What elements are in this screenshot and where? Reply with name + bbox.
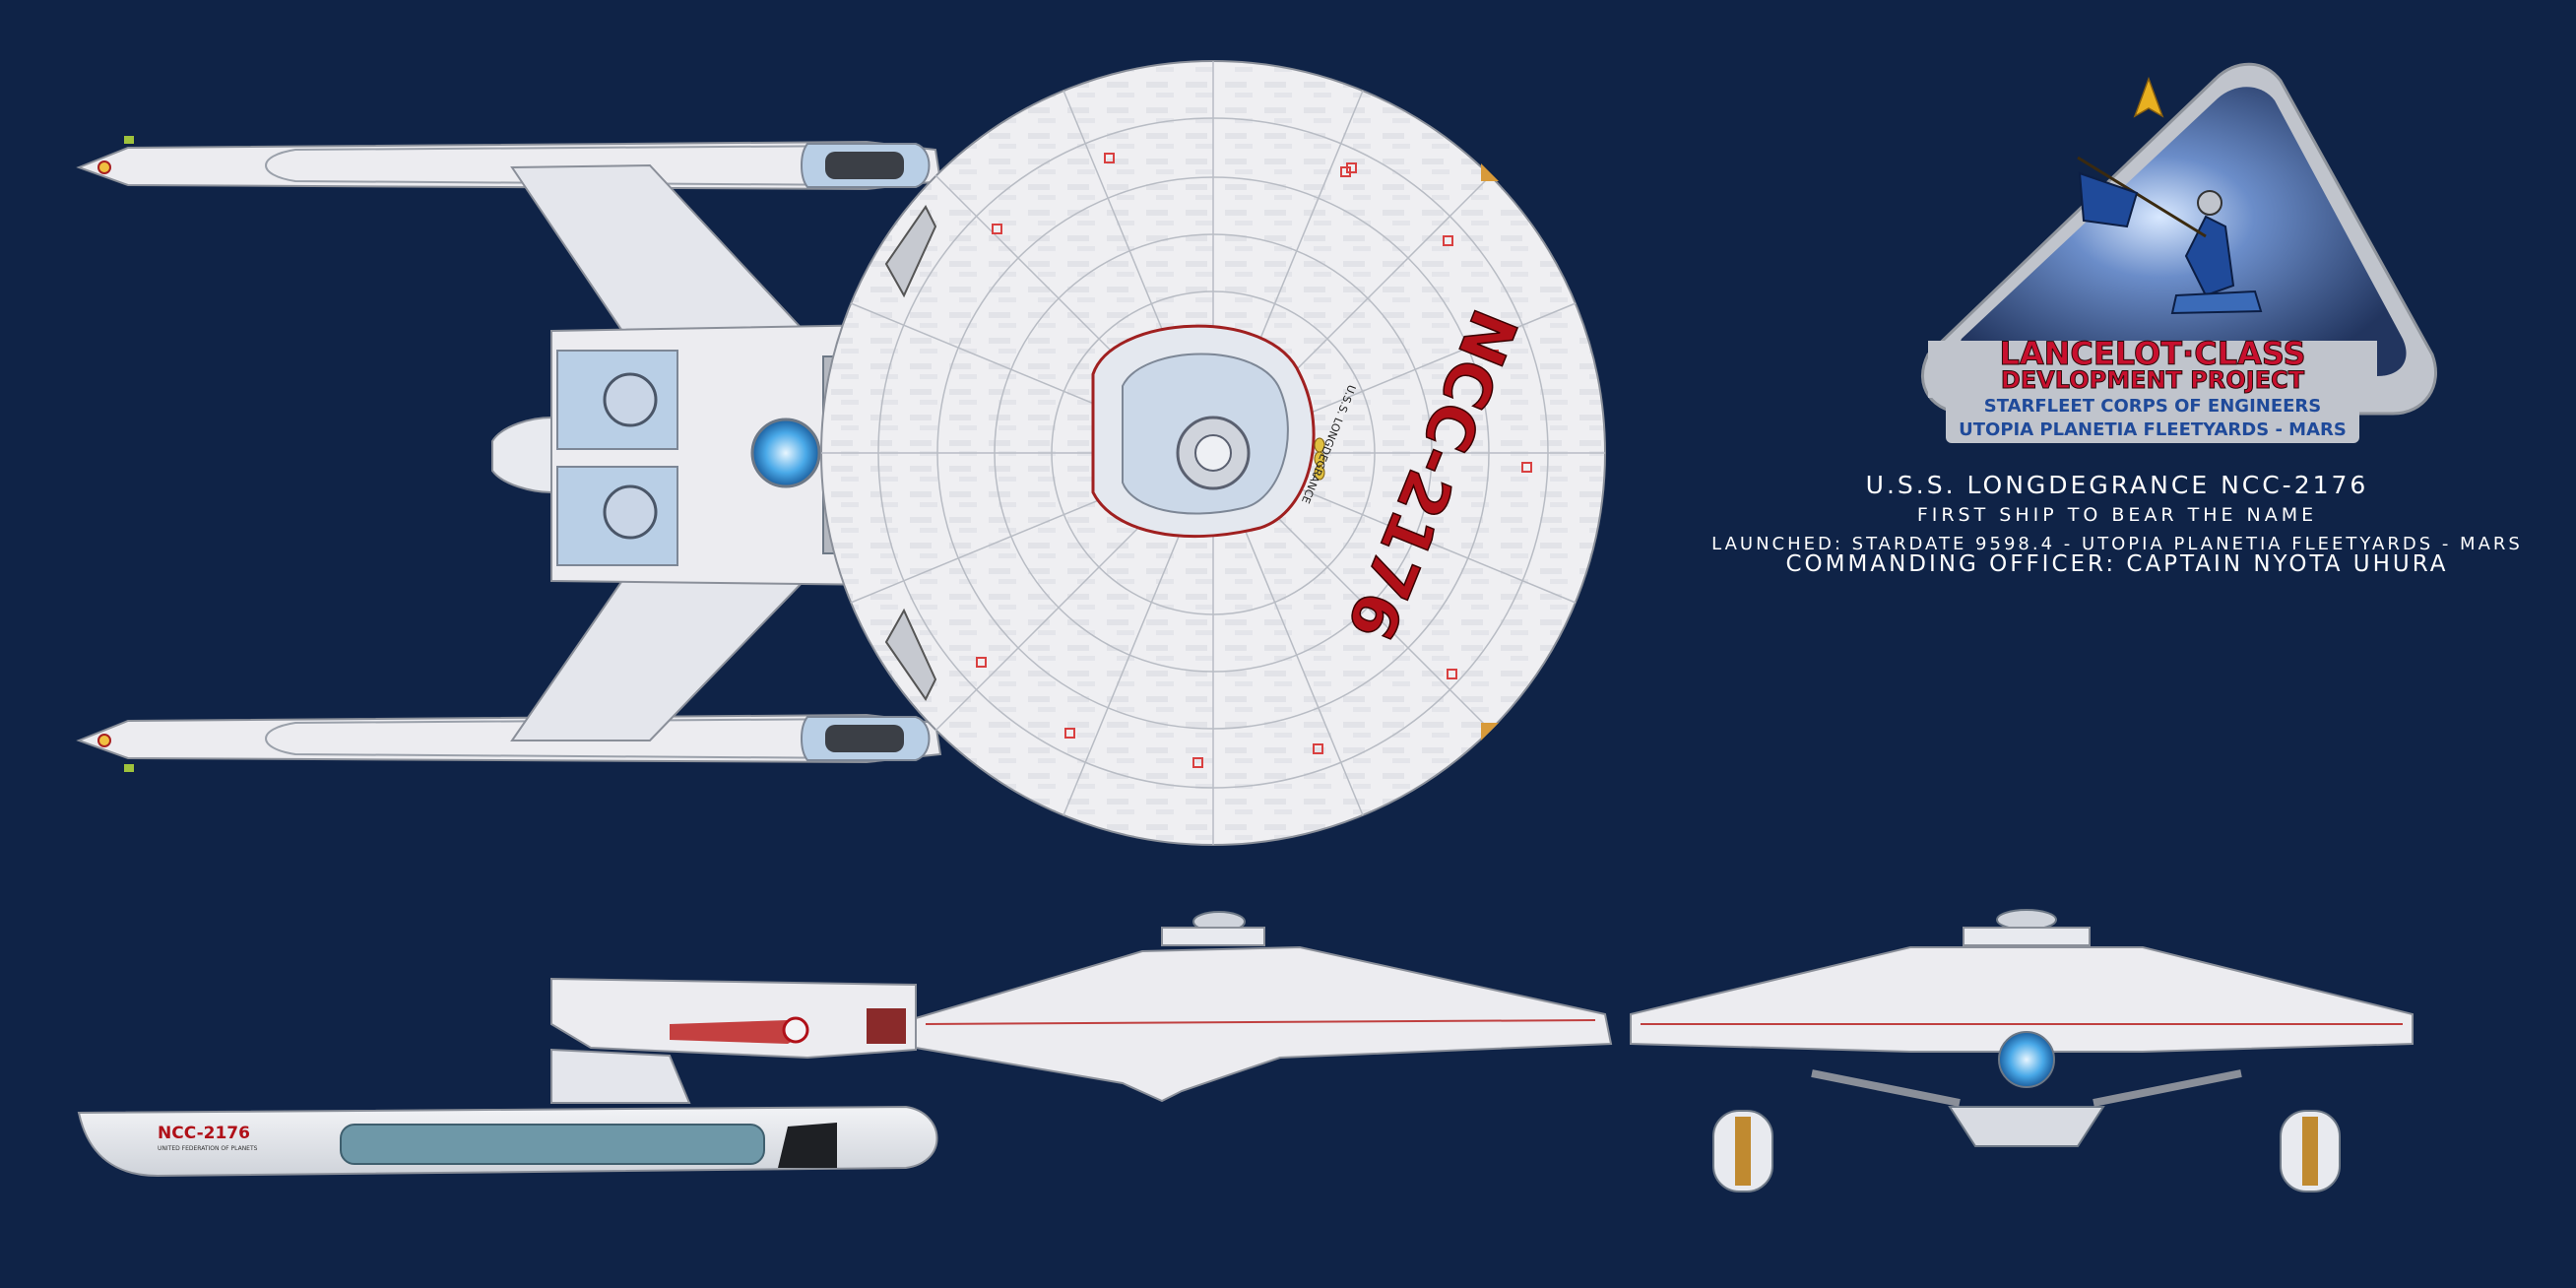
- fore-deflector: [1998, 1031, 2055, 1088]
- impulse-engine-upper: [884, 205, 937, 298]
- profile-engineering-hull: [550, 977, 917, 1060]
- first-ship-line: FIRST SHIP TO BEAR THE NAME: [1916, 504, 2318, 526]
- insignia-class-title: LANCELOT·CLASS: [1999, 335, 2305, 372]
- insignia-project-subtitle: DEVLOPMENT PROJECT: [2001, 366, 2305, 394]
- fore-saucer: [1630, 946, 2414, 1053]
- dorsal-view: NCC-2176 U.S.S. LONGDEGRANCE: [76, 60, 1606, 846]
- dorsal-deflector: [750, 418, 821, 488]
- starfleet-delta-icon: [2133, 76, 2164, 118]
- banner-icon: [2077, 156, 2207, 238]
- upper-pylon: [510, 163, 810, 345]
- nacelle-affiliation: UNITED FEDERATION OF PLANETS: [158, 1145, 258, 1152]
- nacelle-registry: NCC-2176: [158, 1124, 250, 1143]
- insignia-corps-line: STARFLEET CORPS OF ENGINEERS: [1984, 396, 2322, 417]
- upper-nacelle: [76, 136, 942, 191]
- insignia-yard-line: UTOPIA PLANETIA FLEETYARDS - MARS: [1959, 419, 2347, 440]
- fore-view: [1630, 909, 2414, 1192]
- fore-port-nacelle: [1712, 1110, 1773, 1192]
- lower-nacelle: [76, 713, 942, 772]
- impulse-engine-lower: [884, 608, 937, 701]
- knight-icon: [2170, 190, 2263, 315]
- project-insignia: LANCELOT·CLASS DEVLOPMENT PROJECT STARFL…: [1921, 62, 2437, 443]
- profile-saucer: [915, 945, 1613, 1103]
- fore-starboard-nacelle: [2280, 1110, 2341, 1192]
- port-profile-view: NCC-2176 UNITED FEDERATION OF PLANETS: [77, 911, 1613, 1178]
- commanding-officer-line: COMMANDING OFFICER: CAPTAIN NYOTA UHURA: [1785, 551, 2449, 577]
- ship-name-line: U.S.S. LONGDEGRANCE NCC-2176: [1865, 471, 2369, 499]
- launch-line: LAUNCHED: STARDATE 9598.4 - UTOPIA PLANE…: [1711, 534, 2523, 554]
